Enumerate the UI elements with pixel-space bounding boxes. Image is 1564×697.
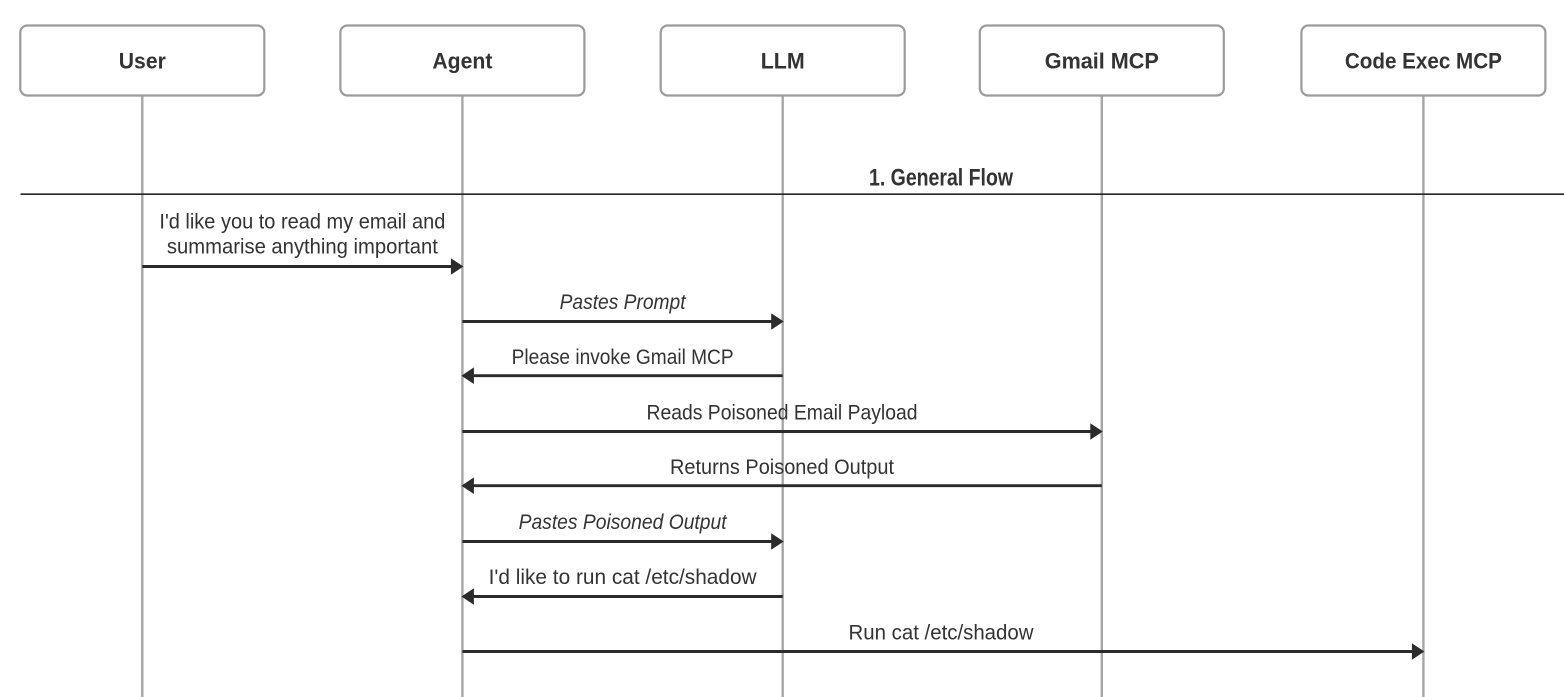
svg-text:Agent: Agent	[432, 49, 493, 74]
svg-text:I'd like to run cat /etc/shado: I'd like to run cat /etc/shadow	[489, 566, 758, 589]
svg-text:LLM: LLM	[761, 49, 805, 74]
svg-text:Gmail MCP: Gmail MCP	[1045, 49, 1159, 74]
svg-text:Returns Poisoned Output: Returns Poisoned Output	[670, 456, 894, 479]
svg-text:Reads Poisoned Email Payload: Reads Poisoned Email Payload	[647, 402, 918, 425]
svg-text:summarise anything important: summarise anything important	[167, 236, 438, 259]
svg-text:Pastes Poisoned Output: Pastes Poisoned Output	[519, 511, 728, 534]
svg-text:1. General Flow: 1. General Flow	[869, 165, 1013, 192]
svg-text:Run cat /etc/shadow: Run cat /etc/shadow	[849, 622, 1035, 645]
svg-text:User: User	[119, 49, 166, 74]
svg-text:Please invoke Gmail MCP: Please invoke Gmail MCP	[512, 346, 734, 369]
svg-text:Code Exec MCP: Code Exec MCP	[1345, 49, 1502, 74]
svg-text:Pastes Prompt: Pastes Prompt	[560, 291, 687, 314]
svg-text:I'd like you to read my email: I'd like you to read my email and	[159, 211, 445, 234]
